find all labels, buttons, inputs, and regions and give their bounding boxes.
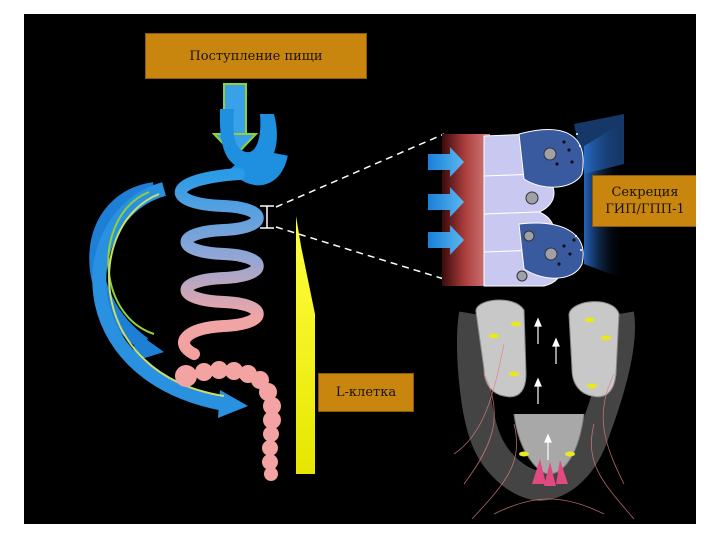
flow-arrows — [89, 182, 248, 418]
colon — [175, 361, 281, 481]
villi-panel — [453, 299, 635, 520]
l-cell-text: L-клетка — [335, 385, 397, 400]
food-intake-text: Поступление пищи — [189, 48, 323, 64]
l-cell-density-cone — [296, 216, 315, 474]
small-intestine — [174, 168, 264, 360]
secretion-text-line2: ГИП/ГПП-1 — [605, 202, 685, 217]
l-cell-label: L-клетка — [318, 373, 414, 412]
stomach — [219, 109, 277, 170]
slide-canvas: Поступление пищи Секреция ГИП/ГПП-1 L-кл… — [24, 14, 696, 524]
secretion-label: Секреция ГИП/ГПП-1 — [592, 175, 696, 227]
diagram-graphics — [89, 83, 635, 520]
zoom-bracket — [260, 133, 445, 280]
food-intake-label: Поступление пищи — [145, 33, 367, 79]
secretion-text-line1: Секреция — [611, 185, 679, 200]
